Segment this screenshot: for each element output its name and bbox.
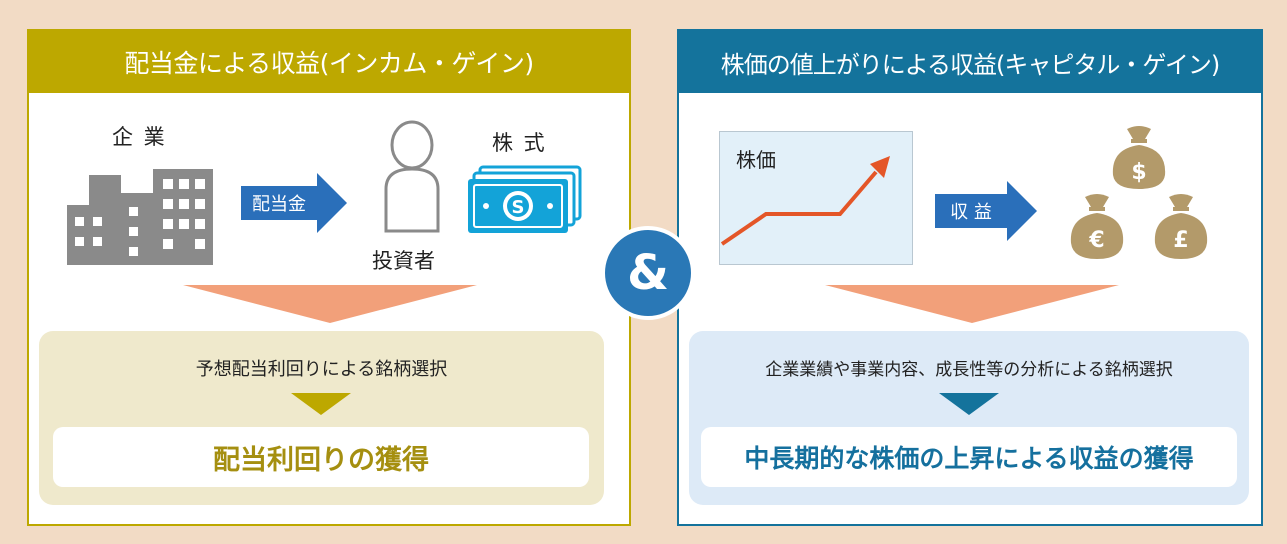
result-box: 配当利回りの獲得 xyxy=(53,427,589,487)
income-gain-panel: 配当金による収益(インカム・ゲイン) 企 業 配当金 投資者 株 式 xyxy=(27,29,631,526)
chart-label: 株価 xyxy=(736,148,776,172)
svg-text:S: S xyxy=(512,197,525,218)
banknote-icon: S xyxy=(468,165,582,233)
stock-label: 株 式 xyxy=(492,131,547,155)
company-label: 企 業 xyxy=(112,125,167,149)
flow-triangle xyxy=(825,285,1119,323)
dollar-bag-icon: $ xyxy=(1112,126,1166,189)
income-gain-title: 配当金による収益(インカム・ゲイン) xyxy=(29,31,629,93)
capital-gain-title: 株価の値上がりによる収益(キャピタル・ゲイン) xyxy=(679,31,1261,93)
strategy-box: 予想配当利回りによる銘柄選択 配当利回りの獲得 xyxy=(39,331,604,505)
svg-text:$: $ xyxy=(1131,160,1146,185)
dividend-arrow: 配当金 xyxy=(241,173,347,233)
dividend-arrow-label: 配当金 xyxy=(241,186,317,220)
money-bags: $ € £ xyxy=(1070,126,1208,259)
down-arrow xyxy=(939,393,999,415)
down-arrow xyxy=(291,393,351,415)
strategy-text: 予想配当利回りによる銘柄選択 xyxy=(195,359,448,380)
profit-arrow-label: 収 益 xyxy=(935,194,1007,228)
strategy-box: 企業業績や事業内容、成長性等の分析による銘柄選択 中長期的な株価の上昇による収益… xyxy=(689,331,1249,505)
investor-label: 投資者 xyxy=(372,249,435,273)
line-chart-icon: 株価 xyxy=(719,131,913,265)
capital-gain-panel: 株価の値上がりによる収益(キャピタル・ゲイン) 株価 収 益 $ € xyxy=(677,29,1263,526)
person-icon xyxy=(384,120,440,233)
profit-arrow: 収 益 xyxy=(935,181,1037,241)
flow-triangle xyxy=(183,285,477,323)
pound-bag-icon: £ xyxy=(1154,194,1208,259)
svg-text:€: € xyxy=(1088,228,1104,253)
building-icon xyxy=(67,169,213,265)
strategy-text: 企業業績や事業内容、成長性等の分析による銘柄選択 xyxy=(765,360,1173,380)
svg-text:£: £ xyxy=(1173,228,1188,253)
result-box: 中長期的な株価の上昇による収益の獲得 xyxy=(701,427,1237,487)
ampersand-badge: & xyxy=(601,226,695,320)
euro-bag-icon: € xyxy=(1070,194,1124,259)
